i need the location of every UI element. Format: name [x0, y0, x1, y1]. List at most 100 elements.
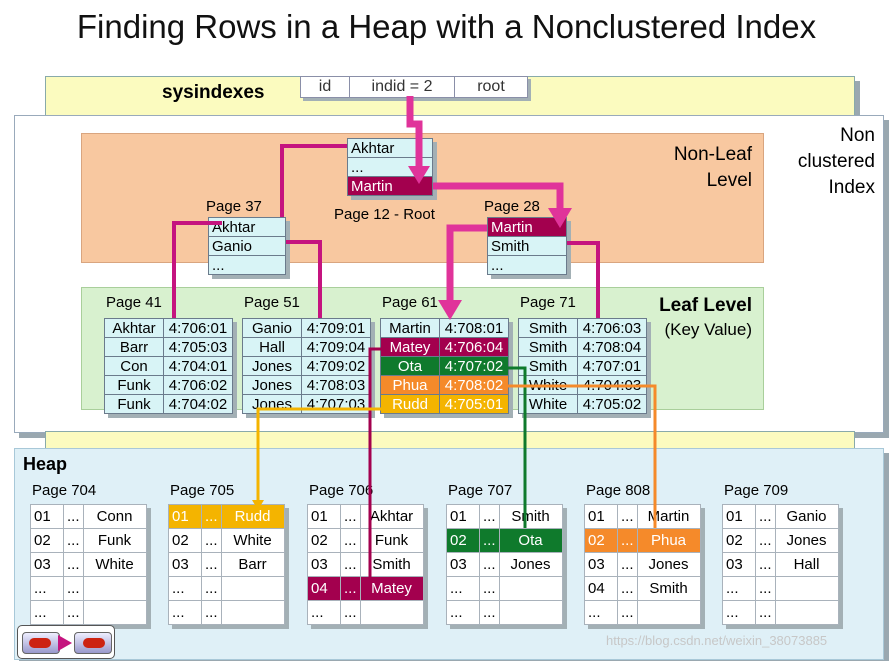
heap-ellipsis: ... [755, 504, 776, 529]
leaf-key: Ota [380, 356, 440, 376]
leaf-key: Hall [242, 337, 302, 357]
nonclustered-line2: clustered [797, 151, 875, 172]
leaf-key: Martin [380, 318, 440, 338]
heap-ellipsis: ... [617, 528, 638, 553]
heap-value [82, 600, 147, 625]
slide-nav-widget[interactable] [17, 625, 115, 659]
heap-page-label: Page 808 [586, 482, 651, 499]
leaf-key: Funk [104, 394, 164, 414]
root-row-2: ... [347, 157, 433, 177]
leaf-key: Smith [518, 337, 578, 357]
heap-value [220, 600, 285, 625]
heap-row: 03...Jones [584, 552, 701, 577]
heap-row: 01...Ganio [722, 504, 839, 529]
heap-value: Hall [774, 552, 839, 577]
nonleaf-level-label: Non-Leaf Level [620, 142, 752, 194]
heap-slot: 02 [307, 528, 341, 553]
page28-row-2: Smith [487, 236, 567, 256]
heap-slot: ... [722, 600, 756, 625]
heap-row: ...... [168, 600, 285, 625]
page28-label: Page 28 [484, 198, 540, 215]
leaf-key: Phua [380, 375, 440, 395]
heap-ellipsis: ... [63, 528, 84, 553]
heap-slot: 01 [446, 504, 480, 529]
heap-row: ...... [446, 576, 563, 601]
heap-slot: 04 [307, 576, 341, 601]
heap-slot: ... [30, 576, 64, 601]
leaf-rid: 4:706:04 [439, 337, 509, 357]
heap-row: 02...Funk [30, 528, 147, 553]
heap-ellipsis: ... [479, 552, 500, 577]
sysindexes-columns: id indid = 2 root [300, 76, 528, 98]
heap-row: 01...Conn [30, 504, 147, 529]
heap-value: Martin [636, 504, 701, 529]
heap-value: Jones [636, 552, 701, 577]
heap-slot: 02 [584, 528, 618, 553]
heap-value [498, 576, 563, 601]
heap-value: Jones [498, 552, 563, 577]
heap-ellipsis: ... [479, 600, 500, 625]
leaf-key: White [518, 375, 578, 395]
nav-left-icon[interactable] [22, 632, 60, 654]
heap-slot: ... [446, 600, 480, 625]
heap-value: Ganio [774, 504, 839, 529]
leaf-key: Rudd [380, 394, 440, 414]
leaf-rid: 4:704:03 [577, 375, 647, 395]
sysindexes-col-id: id [301, 77, 350, 97]
leaf-key: Smith [518, 356, 578, 376]
heap-row: ...... [30, 576, 147, 601]
heap-slot: 02 [30, 528, 64, 553]
nav-right-icon[interactable] [74, 632, 112, 654]
heap-value: Barr [220, 552, 285, 577]
page-title: Finding Rows in a Heap with a Noncluster… [76, 8, 817, 45]
leaf-key: Funk [104, 375, 164, 395]
root-row-3: Martin [347, 176, 433, 196]
page37-row-3: ... [208, 255, 286, 275]
heap-value [636, 600, 701, 625]
heap-slot: ... [722, 576, 756, 601]
sysindexes-label: sysindexes [162, 82, 265, 103]
leaf-rid: 4:707:02 [439, 356, 509, 376]
heap-slot: 04 [584, 576, 618, 601]
nonclustered-line1: Non [840, 125, 875, 146]
heap-ellipsis: ... [201, 600, 222, 625]
leaf-rid: 4:709:02 [301, 356, 371, 376]
heap-ellipsis: ... [617, 504, 638, 529]
heap-row: 04...Matey [307, 576, 424, 601]
heap-ellipsis: ... [201, 504, 222, 529]
heap-ellipsis: ... [755, 552, 776, 577]
heap-row: ...... [30, 600, 147, 625]
heap-ellipsis: ... [340, 576, 361, 601]
heap-slot: 02 [722, 528, 756, 553]
heap-row: 02...Jones [722, 528, 839, 553]
heap-value [359, 600, 424, 625]
heap-row: ...... [446, 600, 563, 625]
leaf-key: Akhtar [104, 318, 164, 338]
page28-table: Martin Smith ... [487, 217, 567, 275]
page37-label: Page 37 [206, 198, 262, 215]
heap-value [774, 576, 839, 601]
heap-slot: 02 [446, 528, 480, 553]
leaf-level-label: Leaf Level (Key Value) [620, 294, 752, 342]
heap-ellipsis: ... [755, 600, 776, 625]
heap-row: 01...Rudd [168, 504, 285, 529]
leaf-key: Jones [242, 375, 302, 395]
leaf-key: Ganio [242, 318, 302, 338]
heap-ellipsis: ... [201, 528, 222, 553]
leaf-rid: 4:705:03 [163, 337, 233, 357]
